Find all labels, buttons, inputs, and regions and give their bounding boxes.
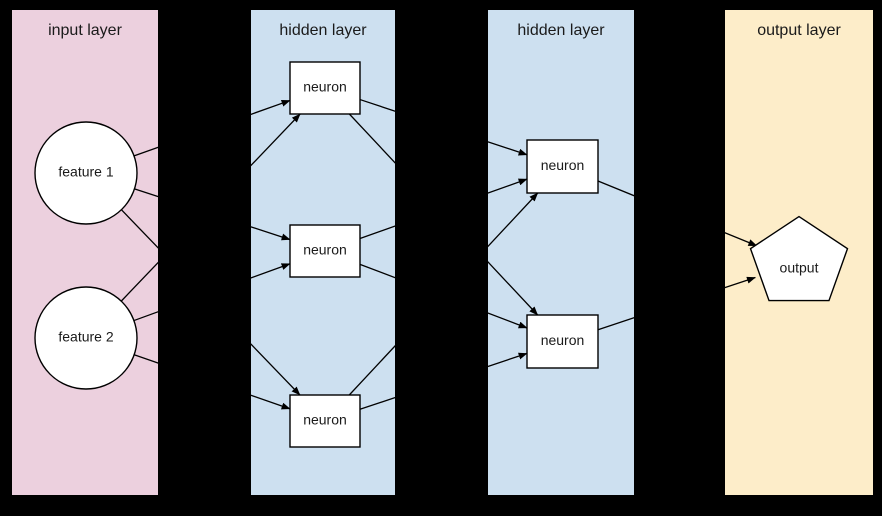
layer-panel-hidden-2 [488,10,634,495]
hidden1-neuron-3-label: neuron [303,412,347,428]
node-output-node[interactable]: output [749,215,849,302]
hidden1-neuron-2-shape[interactable] [289,224,361,278]
edge-feature-2-to-hidden1-neuron-3 [133,354,291,410]
feature-2-shape[interactable] [34,286,138,390]
hidden1-neuron-3-shape[interactable] [289,394,361,448]
layer-title-hidden-2: hidden layer [517,22,605,39]
connection-edges [120,98,758,410]
hidden2-neuron-1-label: neuron [541,157,585,173]
edge-hidden1-neuron-2-to-hidden2-neuron-2 [359,263,528,329]
edge-hidden1-neuron-3-to-hidden2-neuron-1 [348,192,539,396]
edge-feature-1-to-hidden1-neuron-3 [120,209,301,396]
layer-titles: input layer hidden layer hidden layer outpu… [48,22,841,39]
edge-feature-1-to-hidden1-neuron-1 [133,99,291,157]
node-hidden1-neuron-1[interactable]: neuron [289,61,361,115]
layer-title-hidden-1: hidden layer [279,22,367,39]
edge-feature-2-to-hidden1-neuron-2 [133,263,291,322]
hidden1-neuron-2-label: neuron [303,242,347,258]
layer-panel-input [12,10,158,495]
node-hidden1-neuron-2[interactable]: neuron [289,224,361,278]
nodes: feature 1 feature 2 neuron neuron neuron neur… [34,61,849,448]
node-hidden2-neuron-2[interactable]: neuron [526,314,599,369]
edge-feature-2-to-hidden1-neuron-1 [120,113,301,302]
layer-panels [12,10,873,495]
edge-hidden1-neuron-1-to-hidden2-neuron-2 [348,113,539,316]
hidden2-neuron-2-shape[interactable] [526,314,599,369]
edge-hidden1-neuron-1-to-hidden2-neuron-1 [359,98,528,156]
hidden2-neuron-1-shape[interactable] [526,139,599,194]
output-node-shape[interactable] [749,215,849,302]
hidden1-neuron-1-shape[interactable] [289,61,361,115]
edge-hidden1-neuron-3-to-hidden2-neuron-2 [359,352,528,410]
edge-hidden2-neuron-2-to-output-node [597,276,756,331]
edge-hidden1-neuron-2-to-hidden2-neuron-1 [359,178,528,240]
feature-2-label: feature 2 [58,329,113,345]
node-feature-2[interactable]: feature 2 [34,286,138,390]
edge-feature-1-to-hidden1-neuron-2 [134,188,291,241]
hidden1-neuron-1-label: neuron [303,79,347,95]
layer-title-output: output layer [757,22,841,39]
hidden2-neuron-2-label: neuron [541,332,585,348]
feature-1-shape[interactable] [34,121,138,225]
node-hidden1-neuron-3[interactable]: neuron [289,394,361,448]
feature-1-label: feature 1 [58,164,113,180]
node-feature-1[interactable]: feature 1 [34,121,138,225]
edge-hidden2-neuron-1-to-output-node [597,180,758,247]
layer-title-input: input layer [48,22,122,39]
node-hidden2-neuron-1[interactable]: neuron [526,139,599,194]
output-node-label: output [780,260,819,276]
